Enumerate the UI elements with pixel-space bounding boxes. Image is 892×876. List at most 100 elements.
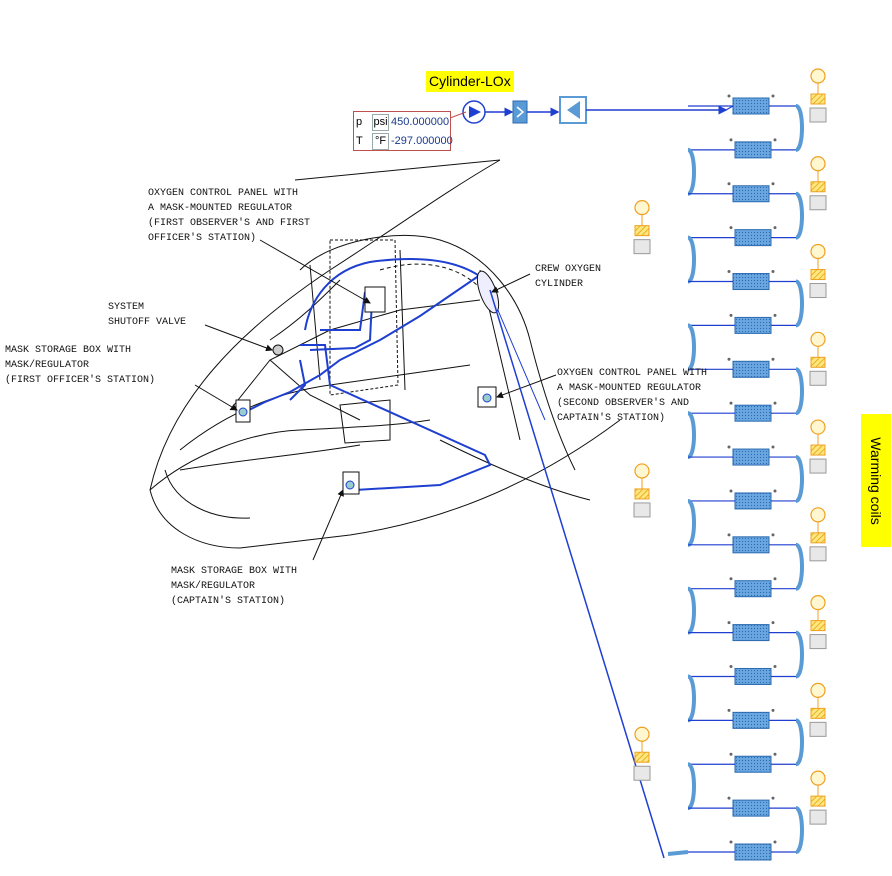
coil-bend [686,674,696,723]
port-dot [771,445,775,449]
coil-bend [686,498,696,547]
heat-exchanger [732,799,770,817]
callout-line: CYLINDER [535,279,584,290]
coil-bend [794,542,804,591]
thermometer-icon [634,200,650,216]
temperature-value[interactable]: -297.000000 [391,135,453,147]
heat-source-icon [634,225,650,237]
heat-exchanger [734,141,772,159]
ambient-icon [633,765,651,781]
port-dot [727,533,731,537]
return-line [489,289,665,859]
ambient-icon [633,502,651,518]
pressure-row: p psi 450.000000 [354,113,450,131]
callout-mask-box-first: MASK STORAGE BOX WITH MASK/REGULATOR (FI… [5,343,155,388]
heat-source-icon [810,181,826,193]
ambient-icon [809,721,827,737]
port-dot [771,708,775,712]
source-chain [449,96,728,124]
heat-exchanger [734,316,772,334]
port-dot [727,445,731,449]
thermometer-icon [810,770,826,786]
thermometer-icon [810,594,826,611]
port-dot [729,401,733,405]
port-dot [771,182,775,186]
callout-line: (FIRST OBSERVER'S AND FIRST [148,218,311,229]
heat-source-icon [810,269,826,281]
heat-exchanger [732,624,770,642]
parameter-table: p psi 450.000000 T °F -297.000000 [353,111,453,151]
callout-line: OXYGEN CONTROL PANEL WITH [557,368,708,379]
coil-bend [794,630,804,679]
callout-line: CAPTAIN'S STATION) [557,413,666,424]
ambient-icon [809,809,827,825]
port-dot [773,752,777,756]
heat-exchanger [734,843,772,861]
ambient-icon [809,195,827,211]
pressure-value[interactable]: 450.000000 [391,116,450,128]
port-dot [729,664,733,668]
temperature-row: T °F -297.000000 [354,132,453,150]
callout-line: MASK STORAGE BOX WITH [171,566,298,577]
warming-coils-text: Warming coils [868,436,884,525]
port-dot [729,489,733,493]
ambient-icon [633,239,651,255]
port-dot [773,577,777,581]
heat-source-icon [810,707,826,719]
coil-bend [794,806,804,854]
callout-line: A MASK-MOUNTED REGULATOR [148,203,293,214]
heat-exchanger [732,185,770,203]
callout-mask-box-captain: MASK STORAGE BOX WITH MASK/REGULATOR (CA… [171,564,297,609]
port-dot [729,752,733,756]
callout-line: CREW OXYGEN [535,264,602,275]
callout-oxygen-panel-second: OXYGEN CONTROL PANEL WITH A MASK-MOUNTED… [557,366,707,426]
port-dot [773,313,777,317]
coil-bend [794,279,804,328]
heat-exchanger [734,667,772,685]
port-dot [729,840,733,844]
port-dot [771,533,775,537]
heat-exchanger [732,448,770,466]
port-dot [771,621,775,625]
port-dot [773,401,777,405]
coil-bend [686,762,696,811]
heat-source-icon [634,488,650,500]
pressure-unit[interactable]: psi [372,114,389,131]
coil-bend [686,323,696,372]
warming-coils-label: Warming coils [861,414,891,547]
port-dot [727,94,731,98]
thermometer-icon [810,156,826,172]
callout-line: SHUTOFF VALVE [108,317,187,328]
coil-bend [686,147,696,196]
heat-exchanger [732,536,770,554]
callout-line: MASK/REGULATOR [5,360,90,371]
thermometer-icon [810,331,826,347]
heat-source-icon [810,532,826,544]
coil-bend [794,718,804,767]
callout-oxygen-panel-first: OXYGEN CONTROL PANEL WITH A MASK-MOUNTED… [148,186,310,246]
heat-exchanger [734,404,772,422]
thermometer-icon [810,68,826,84]
temperature-unit[interactable]: °F [372,133,389,150]
port-dot [727,270,731,274]
ambient-icon [809,458,827,474]
ambient-icon [809,107,827,123]
port-dot [773,840,777,844]
heat-exchanger [732,711,770,729]
port-dot [727,621,731,625]
coil-bend [686,586,696,635]
port-dot [727,796,731,800]
ambient-icon [809,634,827,650]
heat-source-icon [810,444,826,456]
callout-crew-cylinder: CREW OXYGEN CYLINDER [535,262,601,292]
thermometer-icon [810,243,826,260]
coil-bend [794,367,804,416]
temperature-symbol: T [356,135,363,147]
port-dot [771,94,775,98]
port-dot [773,226,777,230]
thermometer-icon [634,463,650,479]
callout-line: OFFICER'S STATION) [148,233,257,244]
coil-bend [686,235,696,284]
callout-line: (SECOND OBSERVER'S AND [557,398,690,409]
